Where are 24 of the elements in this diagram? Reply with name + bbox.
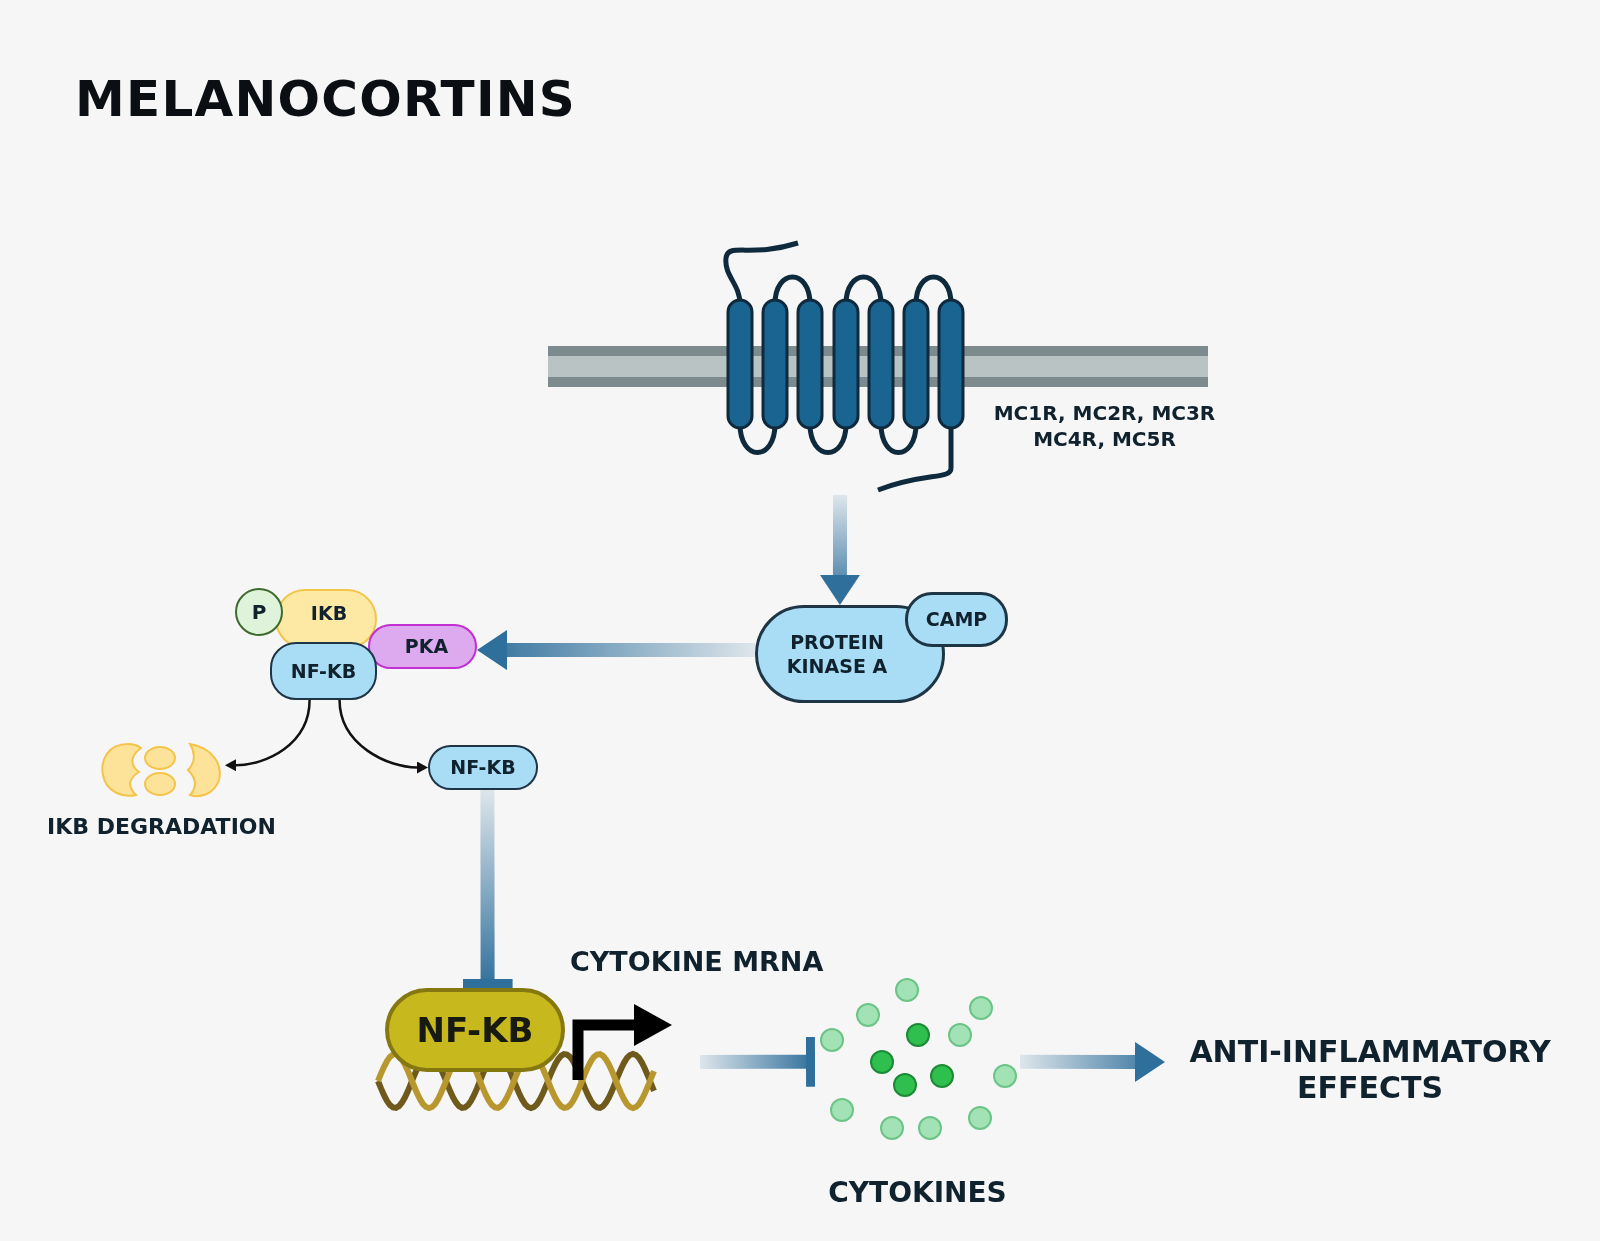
arrow [819, 495, 860, 605]
title: MELANOCORTINS [75, 69, 577, 130]
curved-arrow [225, 699, 311, 772]
arrow [1019, 1041, 1165, 1082]
arrow [477, 630, 755, 671]
caption-text: MC1R, MC2R, MC3R MC4R, MC5R [992, 400, 1217, 452]
node-label: PROTEIN KINASE A [785, 630, 889, 678]
curved-arrow [338, 699, 428, 774]
node-label: NF-KB [416, 1008, 534, 1052]
node-label: PKA [404, 634, 449, 660]
node-label: ANTI-INFLAMMATORY EFFECTS [1188, 1034, 1552, 1106]
mrna-label: CYTOKINE MRNA [570, 945, 824, 979]
camp-pill [905, 592, 1008, 647]
caption-text: IKB DEGRADATION [46, 813, 277, 841]
node-label: CAMP [925, 607, 988, 633]
caption-text: CYTOKINES [827, 1175, 1008, 1211]
nf-kb-pill [428, 745, 538, 790]
node-label: P [251, 599, 267, 626]
pka-pill [368, 624, 477, 669]
node-label: IKB [310, 600, 348, 626]
nf-kb-pill [270, 642, 377, 700]
node-label: NF-KB [450, 755, 516, 781]
receptor-drawing [720, 240, 965, 495]
node-label: NF-KB [290, 658, 357, 684]
